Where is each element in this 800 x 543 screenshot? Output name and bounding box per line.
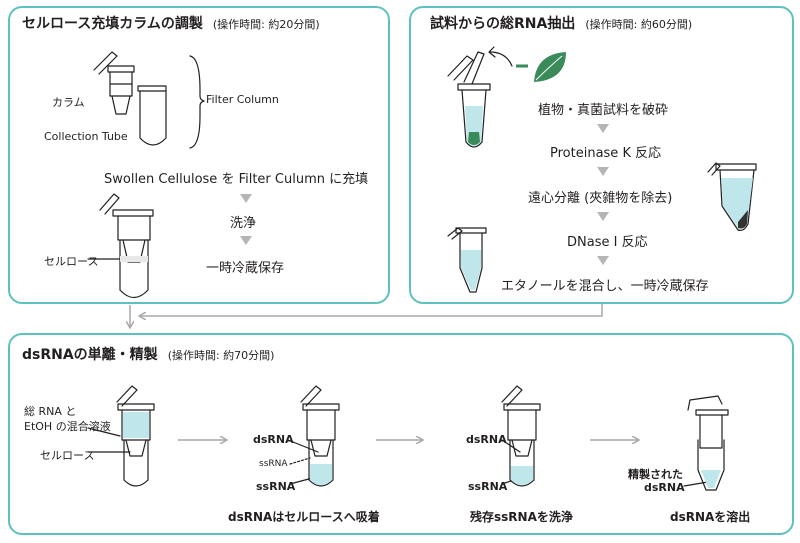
label-cellulose: セルロース (44, 255, 99, 268)
step-triangle (240, 236, 252, 245)
panel2-title: 試料からの総RNA抽出 (430, 16, 576, 32)
label-dsrna-2: dsRNA (253, 433, 294, 446)
label-etoh-mix: EtOH の混合溶液 (24, 420, 111, 433)
sample-tube-3 (447, 227, 487, 293)
liquid-tube-step3 (511, 466, 533, 485)
panel1-title-row: セルロース充填カラムの調製 (操作時間: 約20分間) (22, 13, 320, 33)
tube-step4 (687, 395, 729, 491)
filter-bracket (189, 55, 205, 149)
step-dnase: DNase I 反応 (567, 235, 648, 250)
column-step3 (501, 385, 541, 487)
panel3-title-row: dsRNAの単離・精製 (操作時間: 約70分間) (22, 344, 274, 364)
caption-wash: 残存ssRNAを洗浄 (470, 510, 573, 524)
grinding-tube-icon (447, 51, 491, 148)
label-collection-tube: Collection Tube (44, 130, 128, 143)
label-total-rna: 総 RNA と (24, 405, 77, 418)
label-ssrna-2: ssRNA (256, 480, 296, 493)
sample-tube-2 (707, 162, 757, 231)
panel2-time: (操作時間: 約60分間) (585, 18, 693, 31)
step-proteinase-k: Proteinase K 反応 (550, 146, 662, 161)
step-triangle (597, 167, 609, 176)
step-triangle (597, 256, 609, 265)
step-triangle (597, 212, 609, 221)
step-wash: 洗浄 (230, 216, 257, 231)
label-column: カラム (52, 96, 85, 109)
label-purified-2: dsRNA (644, 481, 685, 494)
label-ssrna-3: ssRNA (468, 480, 508, 493)
liquid-sample-tube-3 (461, 250, 481, 290)
caption-elute: dsRNAを溶出 (670, 510, 751, 524)
assembled-column-icon (87, 193, 154, 299)
filter-column-icon (93, 51, 135, 115)
step-triangle (597, 124, 609, 133)
column-step1 (116, 385, 155, 487)
panel2-title-row: 試料からの総RNA抽出 (操作時間: 約60分間) (430, 13, 692, 33)
leaf-icon (516, 52, 566, 82)
panel1-time: (操作時間: 約20分間) (212, 18, 320, 31)
caption-adsorb: dsRNAはセルロースへ吸着 (228, 510, 380, 524)
step-fill-cellulose: Swollen Cellulose を Filter Culumn に充填 (104, 172, 369, 187)
liquid-tube-step2 (310, 464, 332, 485)
step-ethanol-mix: エタノールを混合し、一時冷蔵保存 (501, 279, 709, 294)
pellet (738, 210, 748, 229)
panel3-title: dsRNAの単離・精製 (22, 347, 158, 363)
label-cellulose-bottom: セルロース (40, 449, 95, 462)
label-purified-1: 精製された (628, 468, 683, 481)
panel1-title: セルロース充填カラムの調製 (22, 16, 203, 32)
step-crush-sample: 植物・真菌試料を破砕 (538, 103, 669, 118)
panel3-time: (操作時間: 約70分間) (167, 349, 275, 362)
step-triangle (240, 194, 252, 203)
step-refrigerate: 一時冷蔵保存 (206, 261, 285, 276)
label-dsrna-3: dsRNA (466, 433, 507, 446)
leaf-arrow (489, 51, 513, 67)
label-ssrna-small: ssRNA (259, 459, 288, 469)
collection-tube-icon (137, 85, 167, 146)
column-step2 (300, 385, 340, 487)
step-centrifuge: 遠心分離 (夾雑物を除去) (528, 191, 673, 206)
green-sample (468, 132, 480, 145)
liquid-column-step1 (123, 412, 149, 438)
liquid-tube-step4 (701, 470, 721, 488)
cellulose-bed (120, 256, 148, 262)
label-filter-column: Filter Column (206, 93, 279, 106)
panel-column-preparation (8, 6, 390, 304)
